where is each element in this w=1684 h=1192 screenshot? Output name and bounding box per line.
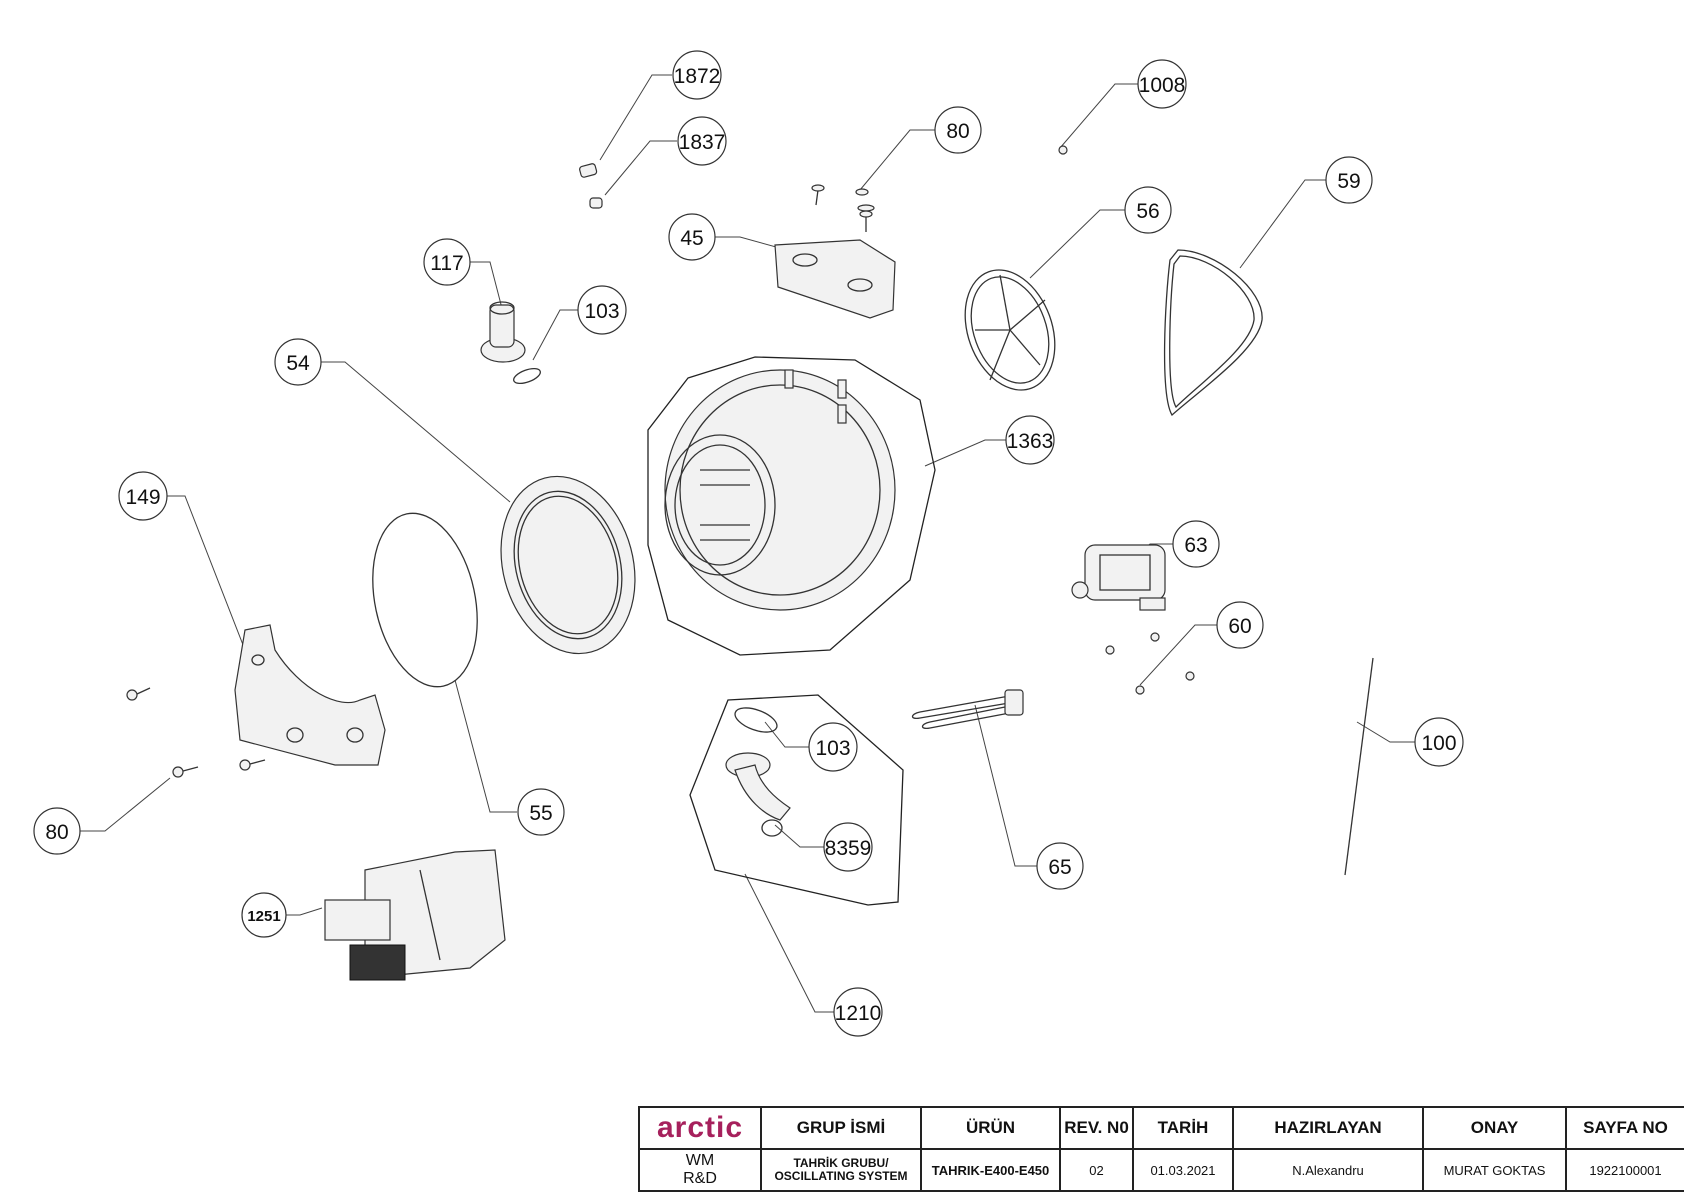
part-80-screws-left [126, 687, 266, 778]
part-1872-bolt [579, 163, 598, 178]
callout: 65 [1036, 842, 1084, 890]
part-1251-control-module [324, 849, 506, 981]
callout-label: 1251 [247, 908, 280, 925]
header-product: ÜRÜN [920, 1106, 1061, 1150]
callout-label: 80 [946, 120, 969, 143]
callout-label: 45 [680, 227, 703, 250]
callout-label: 54 [286, 352, 310, 375]
product-value: TAHRIK-E400-E450 [920, 1148, 1061, 1192]
header-approval: ONAY [1422, 1106, 1567, 1150]
part-56-pulley [964, 269, 1056, 391]
header-date: TARİH [1132, 1106, 1234, 1150]
callout-label: 65 [1048, 856, 1071, 879]
callout-label: 55 [529, 802, 552, 825]
part-59-belt [1163, 249, 1263, 417]
prepared-value: N.Alexandru [1232, 1148, 1424, 1192]
callout-label: 80 [45, 821, 68, 844]
callout: 1837 [677, 116, 727, 166]
title-block: arctic GRUP İSMİ ÜRÜN REV. N0 TARİH HAZI… [638, 1106, 1684, 1192]
callout: 80 [934, 106, 982, 154]
part-45-bracket [774, 239, 896, 319]
header-rev: REV. N0 [1059, 1106, 1134, 1150]
date-value: 01.03.2021 [1132, 1148, 1234, 1192]
callout: 1251 [241, 892, 287, 938]
callout: 56 [1124, 186, 1172, 234]
part-60-motor-screws [1105, 632, 1195, 695]
header-page: SAYFA NO [1565, 1106, 1684, 1150]
callout-label: 63 [1184, 534, 1207, 557]
approval-value: MURAT GOKTAS [1422, 1148, 1567, 1192]
brand-logo: arctic [638, 1106, 762, 1150]
part-65-heater [911, 689, 1024, 730]
department-line2: R&D [683, 1170, 717, 1187]
callout: 54 [274, 338, 322, 386]
callout-label: 149 [125, 486, 160, 509]
part-1210-hose-kit [689, 694, 904, 906]
callout: 117 [423, 238, 471, 286]
part-117-valve [480, 301, 526, 363]
callout-label: 8359 [825, 837, 872, 860]
part-100-rod [1344, 657, 1374, 876]
logo-text: arctic [656, 1111, 744, 1144]
department-line1: WM [685, 1152, 715, 1169]
callout: 103 [577, 285, 627, 335]
group-value-line1: TAHRİK GRUBU/ [793, 1156, 889, 1170]
callout: 100 [1414, 717, 1464, 767]
page-value: 1922100001 [1565, 1148, 1684, 1192]
part-1363-tub [647, 356, 936, 656]
callout: 1872 [672, 50, 722, 100]
group-value-line2: OSCILLATING SYSTEM [774, 1169, 908, 1183]
callout-label: 103 [584, 300, 619, 323]
rev-value: 02 [1059, 1148, 1134, 1192]
callout-label: 1008 [1139, 74, 1186, 97]
callout-label: 56 [1136, 200, 1159, 223]
callout: 60 [1216, 601, 1264, 649]
callout-label: 100 [1421, 732, 1456, 755]
callout: 8359 [823, 822, 873, 872]
callout: 149 [118, 471, 168, 521]
callout: 63 [1172, 520, 1220, 568]
leader-lines [80, 74, 1415, 1013]
callout: 55 [517, 788, 565, 836]
callout: 1008 [1137, 59, 1187, 109]
callout-label: 1210 [835, 1002, 882, 1025]
callout-label: 59 [1337, 170, 1360, 193]
part-55-gasket-ring [372, 512, 478, 688]
callout-label: 117 [430, 252, 463, 275]
part-149-counterweight [234, 624, 386, 766]
part-63-motor [1071, 544, 1166, 611]
callout-label: 1872 [674, 65, 721, 88]
header-group: GRUP İSMİ [760, 1106, 922, 1150]
part-103-ring-top [513, 367, 541, 385]
callout: 103 [808, 722, 858, 772]
callout: 59 [1325, 156, 1373, 204]
callout: 45 [668, 213, 716, 261]
callout-label: 1837 [679, 131, 726, 154]
part-54-front-ring [500, 475, 636, 655]
callout: 80 [33, 807, 81, 855]
callout: 1210 [833, 987, 883, 1037]
callout-label: 1363 [1007, 430, 1054, 453]
part-1008-small-screw [1058, 145, 1068, 155]
callout: 1363 [1005, 415, 1055, 465]
callout-label: 60 [1228, 615, 1251, 638]
group-value: TAHRİK GRUBU/ OSCILLATING SYSTEM [760, 1148, 922, 1192]
header-prepared: HAZIRLAYAN [1232, 1106, 1424, 1150]
callout-label: 103 [815, 737, 850, 760]
part-80-screws-top [811, 184, 875, 232]
department-cell: WM R&D [638, 1148, 762, 1192]
part-1837-nut [589, 197, 603, 209]
